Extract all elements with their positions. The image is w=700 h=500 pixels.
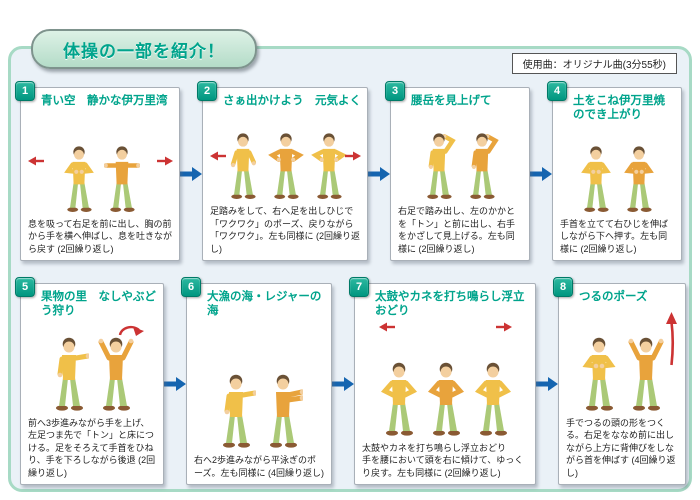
- person-figure: [230, 133, 256, 200]
- person-figure: [624, 146, 654, 212]
- exercise-panel-7: 7 太鼓やカネを打ち鳴らし浮立おどり 太鼓やカネを打ち鳴らし浮立おどり 手を腰に…: [349, 277, 536, 485]
- flow-arrow: [530, 87, 552, 261]
- person-figure: [470, 133, 499, 200]
- flow-arrow: [368, 87, 390, 261]
- exercise-panel-6: 6 大漁の海・レジャーの海 右へ2歩進みながら平泳ぎのポーズ。左も同様に (4回…: [181, 277, 332, 485]
- exercise-illustration: [28, 110, 173, 217]
- exercise-illustration: [210, 110, 361, 205]
- red-motion-arrow-icon: [210, 151, 226, 161]
- exercise-description: 右へ2歩進みながら平泳ぎのポーズ。左も同様に (4回繰り返し): [194, 455, 325, 478]
- red-motion-arrow-icon: [666, 312, 677, 366]
- exercise-description: 手でつるの頭の形をつくる。右足をななめ前に出しながら上方に背伸びをしながら首を伸…: [566, 417, 676, 478]
- flow-arrow: [332, 283, 354, 485]
- person-figure: [310, 133, 347, 200]
- red-motion-arrow-icon: [378, 322, 395, 332]
- step-number-badge: 7: [349, 277, 369, 297]
- person-figure: [474, 362, 511, 436]
- exercise-illustration: [560, 125, 675, 218]
- music-info-box: 使用曲：オリジナル曲(3分55秒): [511, 53, 677, 74]
- exercise-illustration: [362, 321, 529, 442]
- person-figure: [427, 362, 464, 436]
- flow-arrow: [164, 283, 186, 485]
- step-number-badge: 5: [15, 277, 35, 297]
- person-figure: [582, 337, 616, 411]
- step-number-badge: 1: [15, 81, 35, 101]
- exercise-title: 果物の里 なしやぶどう狩り: [41, 291, 156, 318]
- exercise-panel-1: 1 青い空 静かな伊万里湾 息を吸って右足を前に出し、胸の前から手を横へ伸ばし、…: [15, 81, 180, 261]
- person-figure: [270, 374, 303, 448]
- exercise-illustration: [28, 321, 157, 417]
- person-figure: [223, 374, 256, 448]
- exercise-panel-3: 3 腰岳を見上げて 右足で踏み出し、左のかかとを「トン」と前に出し、右手をかざし…: [385, 81, 530, 261]
- step-number-badge: 2: [197, 81, 217, 101]
- content-frame: 体操の一部を紹介！ 使用曲：オリジナル曲(3分55秒) 1 青い空 静かな伊万里…: [8, 29, 692, 492]
- red-motion-arrow-icon: [496, 322, 513, 332]
- red-motion-arrow-icon: [157, 156, 173, 166]
- person-figure: [380, 362, 417, 436]
- person-figure: [104, 146, 140, 212]
- exercise-title: 腰岳を見上げて: [411, 95, 492, 107]
- exercise-panel-4: 4 土をこね伊万里焼のでき上がり 手首を立てて右ひじを伸ばしながら下へ押す。左も…: [547, 81, 682, 261]
- red-motion-arrow-icon: [28, 156, 44, 166]
- exercise-illustration: [194, 321, 325, 454]
- exercise-description: 前へ3歩進みながら手を上げ、左足つま先で「トン」と床につける。足をそろえて手首を…: [28, 417, 156, 478]
- step-number-badge: 6: [181, 277, 201, 297]
- right-arrow-icon: [332, 377, 354, 391]
- person-figure: [267, 133, 304, 200]
- right-arrow-icon: [180, 167, 202, 181]
- exercise-row-1: 1 青い空 静かな伊万里湾 息を吸って右足を前に出し、胸の前から手を横へ伸ばし、…: [15, 81, 682, 261]
- right-arrow-icon: [530, 167, 552, 181]
- flow-arrow: [536, 283, 558, 485]
- exercise-title: 土をこね伊万里焼のでき上がり: [573, 95, 665, 122]
- person-figure: [56, 337, 89, 411]
- red-motion-arrow-icon: [118, 325, 145, 336]
- exercise-title: 太鼓やカネを打ち鳴らし浮立おどり: [375, 291, 525, 318]
- right-arrow-icon: [368, 167, 390, 181]
- step-number-badge: 8: [553, 277, 573, 297]
- exercise-panel-2: 2 さぁ出かけよう 元気よく 足踏みをして、右へ足を出しひじで「ワクワク」のポー…: [197, 81, 368, 261]
- person-figure: [581, 146, 611, 212]
- exercise-panel-5: 5 果物の里 なしやぶどう狩り 前へ3歩進みながら手を上げ、左足つま先で「トン」…: [15, 277, 164, 485]
- right-arrow-icon: [536, 377, 558, 391]
- music-info-text: 使用曲：オリジナル曲(3分55秒): [522, 60, 666, 71]
- exercise-description: 太鼓やカネを打ち鳴らし浮立おどり 手を腰において頭を右に傾けて、ゆっくり戻す。左…: [362, 442, 524, 478]
- person-figure: [98, 337, 134, 411]
- exercise-panel-8: 8 つるのポーズ 手でつるの頭の形をつくる。右足をななめ前に出しながら上方に背伸…: [553, 277, 686, 485]
- right-arrow-icon: [164, 377, 186, 391]
- exercise-title: つるのポーズ: [579, 291, 648, 303]
- exercise-illustration: [398, 110, 523, 205]
- person-figure: [427, 133, 456, 200]
- flow-arrow: [180, 87, 202, 261]
- page-title: 体操の一部を紹介！: [63, 41, 225, 61]
- exercise-title: 大漁の海・レジャーの海: [207, 291, 322, 318]
- exercise-illustration: [566, 306, 679, 417]
- exercise-description: 手首を立てて右ひじを伸ばしながら下へ押す。左も同様に (2回繰り返し): [560, 218, 669, 254]
- red-motion-arrow-icon: [345, 151, 361, 161]
- step-number-badge: 4: [547, 81, 567, 101]
- exercise-description: 足踏みをして、右へ足を出しひじで「ワクワク」のポーズ、戻りながら「ワクワク」。左…: [210, 206, 361, 254]
- exercise-description: 息を吸って右足を前に出し、胸の前から手を横へ伸ばし、息を吐きながら戻す (2回繰…: [28, 218, 173, 254]
- step-number-badge: 3: [385, 81, 405, 101]
- exercise-title: さぁ出かけよう 元気よく: [223, 95, 361, 107]
- page-title-banner: 体操の一部を紹介！: [31, 29, 257, 69]
- exercise-title: 青い空 静かな伊万里湾: [41, 95, 168, 107]
- exercise-row-2: 5 果物の里 なしやぶどう狩り 前へ3歩進みながら手を上げ、左足つま先で「トン」…: [15, 277, 686, 485]
- person-figure: [64, 146, 94, 212]
- person-figure: [628, 337, 664, 411]
- exercise-description: 右足で踏み出し、左のかかとを「トン」と前に出し、右手をかざして見上げる。左も同様…: [398, 206, 516, 254]
